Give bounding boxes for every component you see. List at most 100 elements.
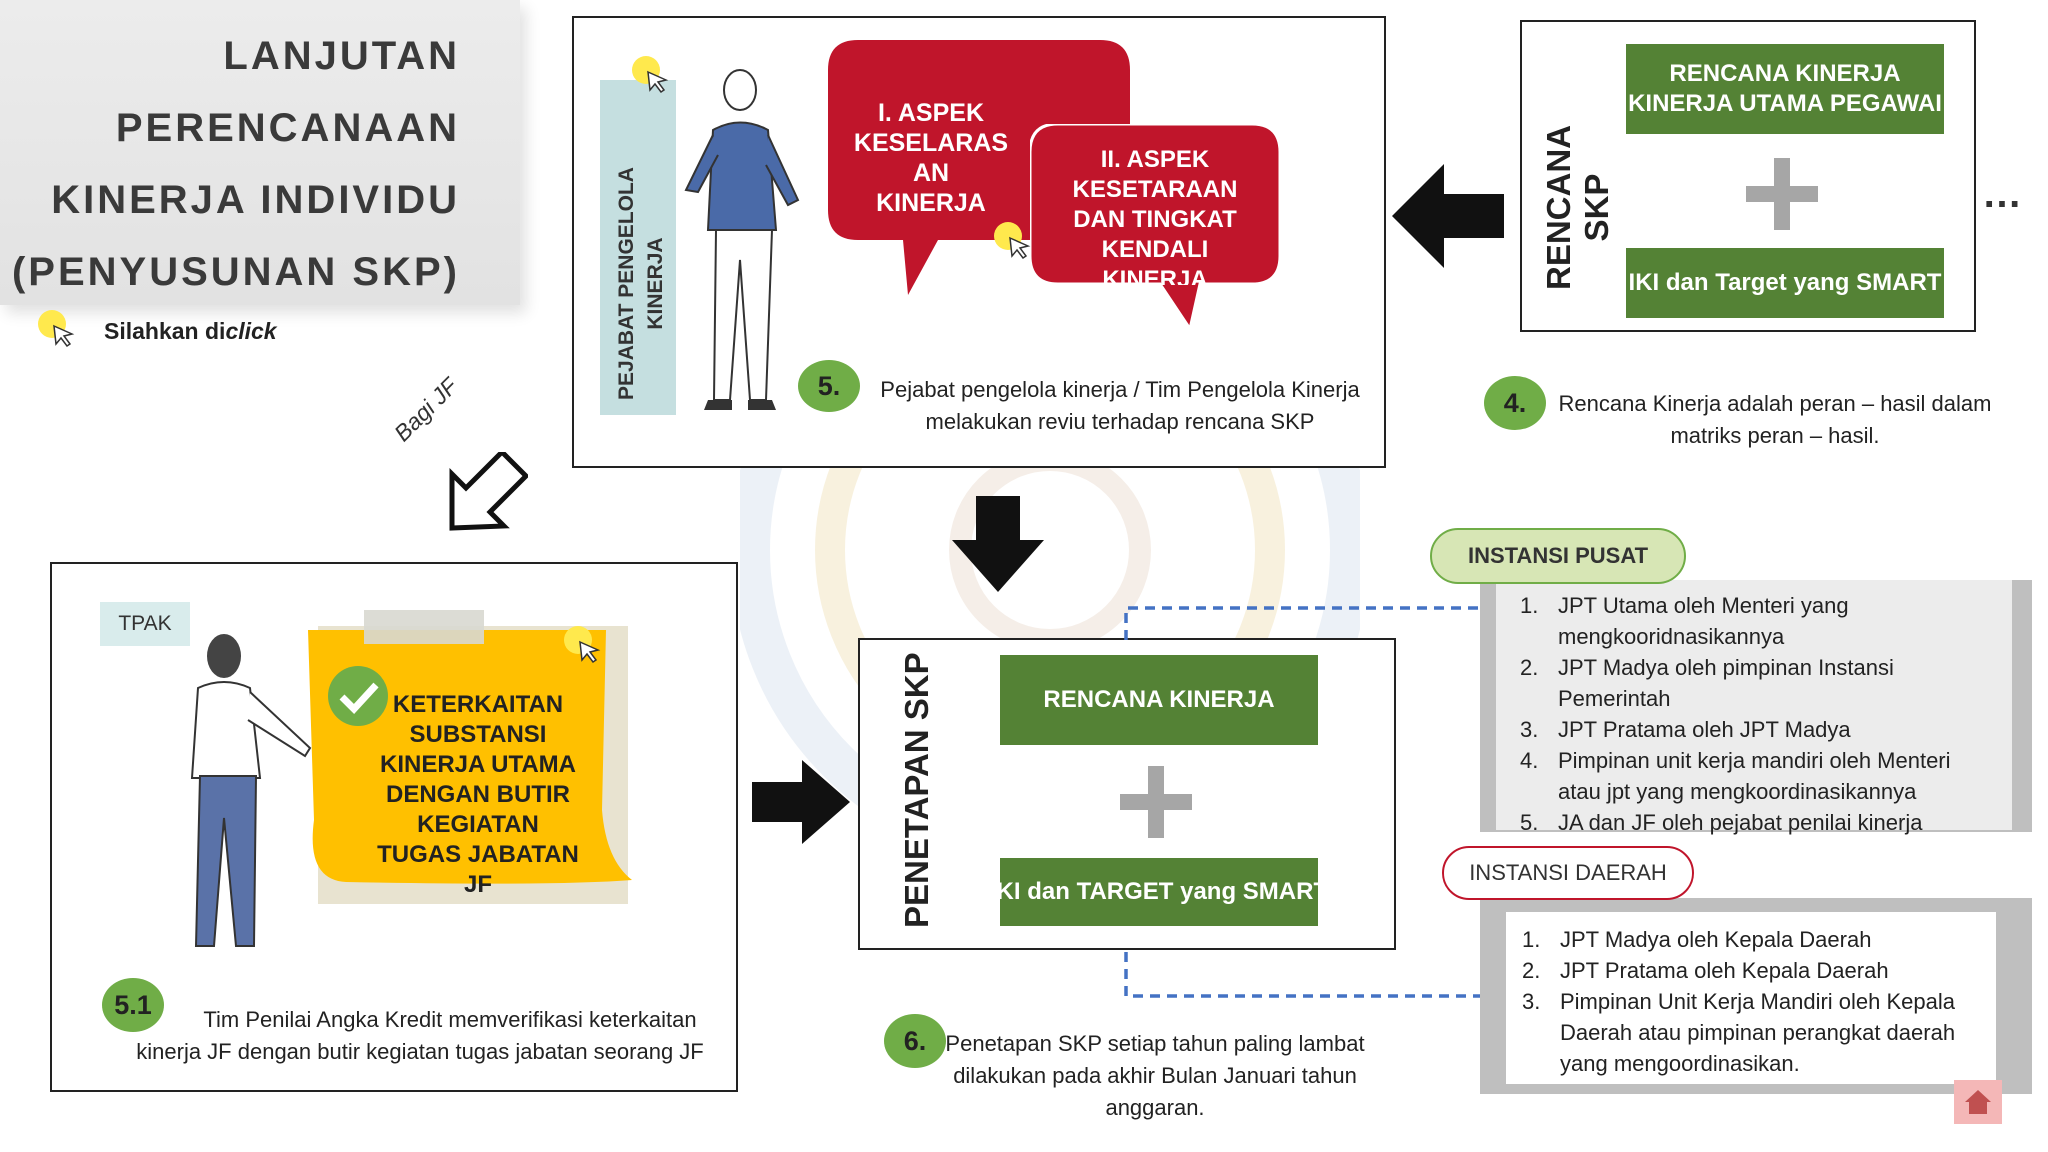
list-item-text: JA dan JF oleh pejabat penilai kinerja <box>1558 810 1923 835</box>
list-item-text: JPT Utama oleh Menteri yang <box>1558 593 1849 618</box>
penetapan-skp-label: PENETAPAN SKP <box>898 652 935 928</box>
click-hint-emph: click <box>225 318 277 344</box>
bubble2-text[interactable]: II. ASPEK KESETARAAN DAN TINGKAT KENDALI… <box>1036 145 1274 285</box>
list-item-number: 3. <box>1520 717 1539 742</box>
rencana-kinerja-bar-line: KINERJA UTAMA PEGAWAI <box>1628 90 1942 117</box>
step6-caption-line: dilakukan pada akhir Bulan Januari tahun <box>953 1063 1357 1088</box>
more-indicator: … <box>1982 172 2026 216</box>
step5-caption-line: Pejabat pengelola kinerja / Tim Pengelol… <box>880 377 1360 402</box>
instansi-pusat-pill[interactable]: INSTANSI PUSAT <box>1430 528 1686 584</box>
pusat-list: 1. JPT Utama oleh Menteri yang mengkooridn… <box>1496 580 2012 838</box>
title-line-1: LANJUTAN <box>223 34 460 78</box>
bubble2-line: KINERJA <box>1102 266 1208 285</box>
step4-number: 4. <box>1484 376 1546 430</box>
bubble1-line: I. ASPEK <box>877 99 985 127</box>
list-item-text: Daerah atau pimpinan perangkat daerah <box>1560 1020 1956 1045</box>
step5-caption-line: melakukan reviu terhadap rencana SKP <box>925 409 1315 434</box>
checkmark-icon <box>328 666 388 726</box>
list-item-text: JPT Madya oleh Kepala Daerah <box>1560 927 1872 952</box>
click-hint-prefix: Silahkan di <box>104 318 226 344</box>
pejabat-label-line-1: PEJABAT PENGELOLA <box>615 167 638 400</box>
title-line-4: (PENYUSUNAN SKP) <box>11 250 460 294</box>
list-item-number: 1. <box>1520 593 1539 618</box>
plus-icon <box>1746 158 1818 230</box>
iki-target-bar: IKI dan Target yang SMART <box>1626 248 1944 318</box>
step51-number: 5.1 <box>102 978 164 1032</box>
step5-number: 5. <box>798 360 860 412</box>
title-line-2: PERENCANAAN <box>115 106 460 150</box>
pejabat-label: PEJABAT PENGELOLA KINERJA <box>612 167 670 400</box>
step4-caption-line: Rencana Kinerja adalah peran – hasil dal… <box>1558 391 1992 416</box>
list-item: 3. JPT Pratama oleh JPT Madya <box>1520 714 2012 745</box>
list-item: 2. JPT Pratama oleh Kepala Daerah <box>1522 955 1996 986</box>
sticky-note-text[interactable]: KETERKAITAN SUBSTANSI KINERJA UTAMA DENG… <box>366 690 590 900</box>
home-icon <box>1965 1090 1991 1114</box>
instansi-daerah-pill[interactable]: INSTANSI DAERAH <box>1442 846 1694 900</box>
dashed-connectors <box>1124 606 1482 998</box>
rencana-skp-label: RENCANA SKP <box>1540 125 1616 290</box>
list-item-number: 2. <box>1522 958 1541 983</box>
click-cursor-icon[interactable] <box>990 218 1034 262</box>
step6-caption: Penetapan SKP setiap tahun paling lambat… <box>920 1028 1390 1124</box>
note-line: SUBSTANSI <box>409 721 547 748</box>
note-line: KINERJA UTAMA <box>380 751 576 778</box>
title-line-3: KINERJA INDIVIDU <box>51 178 460 222</box>
note-line: KETERKAITAN <box>392 691 564 718</box>
note-line: TUGAS JABATAN <box>377 841 579 868</box>
home-button[interactable] <box>1954 1080 2002 1124</box>
bubble1-text[interactable]: I. ASPEK KESELARAS AN KINERJA <box>836 98 1026 218</box>
plus-icon <box>1120 766 1192 838</box>
list-item-number: 3. <box>1522 989 1541 1014</box>
list-item-number: 2. <box>1520 655 1539 680</box>
arrow-left-icon <box>1392 164 1504 268</box>
step5-caption: Pejabat pengelola kinerja / Tim Pengelol… <box>855 374 1385 438</box>
note-line: DENGAN BUTIR <box>386 781 570 808</box>
bubble2-line: DAN TINGKAT <box>1073 206 1237 233</box>
bubble1-line: KESELARAS <box>853 129 1009 157</box>
daerah-list-panel: 1. JPT Madya oleh Kepala Daerah 2. JPT Pra… <box>1506 912 1996 1084</box>
list-item-number: 5. <box>1520 810 1539 835</box>
bubble1-line: AN <box>912 159 950 187</box>
click-cursor-icon[interactable] <box>628 52 672 96</box>
title-panel: LANJUTAN PERENCANAAN KINERJA INDIVIDU (P… <box>0 0 520 305</box>
step6-caption-line: Penetapan SKP setiap tahun paling lambat <box>945 1031 1365 1056</box>
click-hint[interactable]: Silahkan diclick <box>104 318 277 345</box>
outline-arrow-icon <box>449 452 528 531</box>
list-item: 1. JPT Utama oleh Menteri yang mengkooridn… <box>1520 590 2012 652</box>
step51-caption: Tim Penilai Angka Kredit memverifikasi k… <box>110 1004 730 1068</box>
pejabat-label-bar <box>600 80 676 415</box>
note-line: KEGIATAN <box>417 811 539 838</box>
step4-caption-line: matriks peran – hasil. <box>1670 423 1880 448</box>
list-item-number: 4. <box>1520 748 1539 773</box>
list-item-text: Pimpinan Unit Kerja Mandiri oleh Kepala <box>1560 989 1955 1014</box>
list-item: 1. JPT Madya oleh Kepala Daerah <box>1522 924 1996 955</box>
list-item: 4. Pimpinan unit kerja mandiri oleh Mente… <box>1520 745 2012 807</box>
man-presenter-icon <box>684 69 800 410</box>
list-item-text: mengkooridnasikannya <box>1558 624 1785 649</box>
bubble2-line: KENDALI <box>1101 236 1209 263</box>
iki-target-bar-2: IKI dan TARGET yang SMART <box>1000 858 1318 926</box>
step51-caption-line: Tim Penilai Angka Kredit memverifikasi k… <box>203 1007 697 1032</box>
step6-number: 6. <box>884 1014 946 1068</box>
rencana-kinerja-bar-line: RENCANA KINERJA <box>1669 60 1901 87</box>
list-item-text: JPT Madya oleh pimpinan Instansi <box>1558 655 1894 680</box>
pejabat-label-line-2: KINERJA <box>644 237 667 330</box>
list-item: 3. Pimpinan Unit Kerja Mandiri oleh Kepal… <box>1522 986 1996 1079</box>
list-item-number: 1. <box>1522 927 1541 952</box>
list-item-text: atau jpt yang mengkoordinasikannya <box>1558 779 1917 804</box>
list-item-text: Pimpinan unit kerja mandiri oleh Menteri <box>1558 748 1951 773</box>
list-item-text: Pemerintah <box>1558 686 1671 711</box>
tpak-tag: TPAK <box>100 602 190 646</box>
step6-caption-line: anggaran. <box>1105 1095 1205 1120</box>
bubble2-line: KESETARAAN <box>1072 176 1238 203</box>
list-item-text: JPT Pratama oleh JPT Madya <box>1558 717 1851 742</box>
rencana-kinerja-bar: RENCANA KINERJA KINERJA UTAMA PEGAWAI <box>1626 44 1944 134</box>
arrow-down-icon <box>952 496 1044 592</box>
click-cursor-icon <box>38 310 75 348</box>
list-item: 5. JA dan JF oleh pejabat penilai kinerja <box>1520 807 2012 838</box>
list-item-text: JPT Pratama oleh Kepala Daerah <box>1560 958 1889 983</box>
click-cursor-icon[interactable] <box>560 622 604 666</box>
bagi-jf-label: Bagi JF <box>388 372 463 447</box>
step4-caption: Rencana Kinerja adalah peran – hasil dal… <box>1540 388 2010 452</box>
